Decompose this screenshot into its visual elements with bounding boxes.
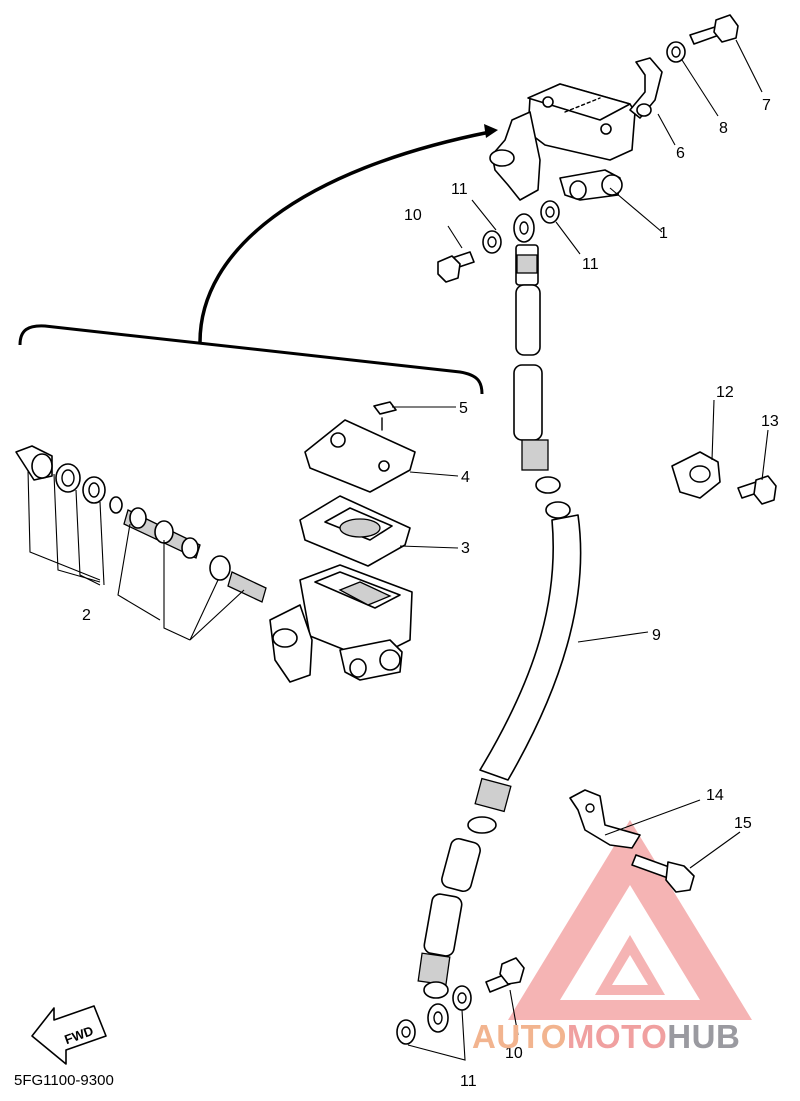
brake-hose xyxy=(417,213,582,1033)
callout-9: 9 xyxy=(652,627,661,644)
callout-15: 15 xyxy=(734,815,752,832)
callout-13: 13 xyxy=(761,413,779,430)
callout-8: 8 xyxy=(719,120,728,137)
hose-bracket xyxy=(569,789,695,893)
callout-14: 14 xyxy=(706,787,724,804)
callout-12: 12 xyxy=(716,384,734,401)
callout-11-upper-right: 11 xyxy=(582,256,599,273)
reference-arrow xyxy=(18,124,498,395)
callout-3: 3 xyxy=(461,540,470,557)
banjo-bolt-upper xyxy=(437,200,560,283)
callout-6: 6 xyxy=(676,145,685,162)
callout-11-upper-left: 11 xyxy=(451,181,468,198)
callout-numbers: 1 2 3 4 5 6 7 8 9 10 10 11 11 11 12 13 1… xyxy=(82,97,779,1090)
master-cylinder-body xyxy=(269,564,413,683)
callout-2: 2 xyxy=(82,607,91,624)
callout-11-lower: 11 xyxy=(460,1073,477,1090)
hose-clamp xyxy=(671,451,777,505)
banjo-bolt-lower xyxy=(396,957,525,1045)
watermark-text: AUTOMOTOHUB xyxy=(472,1018,740,1056)
watermark-logo xyxy=(508,820,752,1020)
callout-10-upper: 10 xyxy=(404,207,422,224)
watermark-auto: AUTO xyxy=(472,1018,567,1055)
piston-kit xyxy=(15,445,267,603)
watermark-hub: HUB xyxy=(667,1018,741,1055)
leader-lines xyxy=(27,39,769,1061)
callout-5: 5 xyxy=(459,400,468,417)
reservoir-parts xyxy=(299,401,416,567)
master-cylinder-assembly xyxy=(489,14,739,201)
fwd-arrow: FWD xyxy=(31,1005,107,1065)
callout-10-lower: 10 xyxy=(505,1045,523,1062)
callout-7: 7 xyxy=(762,97,771,114)
diagram-code: 5FG1100-9300 xyxy=(14,1072,114,1089)
watermark-moto: MOTO xyxy=(566,1018,668,1055)
callout-4: 4 xyxy=(461,469,470,486)
callout-1: 1 xyxy=(659,225,668,242)
